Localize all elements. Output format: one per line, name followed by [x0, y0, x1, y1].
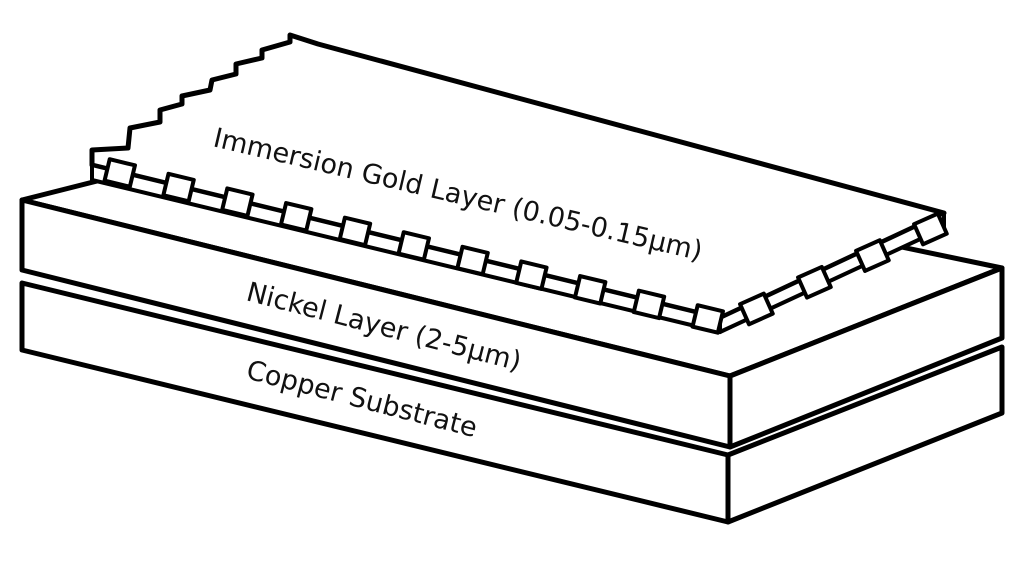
gold-castellation-pad [161, 171, 196, 204]
gold-castellation-pad [514, 259, 549, 291]
gold-castellation-pad [396, 230, 431, 262]
gold-castellation-pad [102, 157, 137, 189]
gold-castellation-pad [278, 201, 314, 233]
gold-right-castellations [738, 211, 949, 327]
gold-top-face [89, 32, 947, 321]
gold-castellation-pad [631, 288, 667, 321]
gold-castellation-pad [854, 238, 891, 273]
copper-substrate-slab [19, 280, 1005, 525]
gold-castellation-pad [455, 244, 490, 277]
gold-castellation-pad [337, 215, 373, 248]
gold-castellation-pad [572, 274, 608, 306]
gold-castellation-pad [738, 291, 775, 327]
gold-castellation-pad [220, 186, 255, 218]
gold-castellation-pad [912, 211, 949, 247]
gold-layer-plate [89, 32, 949, 335]
gold-castellation-pad [796, 264, 833, 300]
gold-front-castellations [102, 157, 725, 335]
copper-right-face [725, 344, 1005, 525]
gold-castellation-pad [690, 303, 725, 335]
nickel-right-face [727, 265, 1005, 450]
